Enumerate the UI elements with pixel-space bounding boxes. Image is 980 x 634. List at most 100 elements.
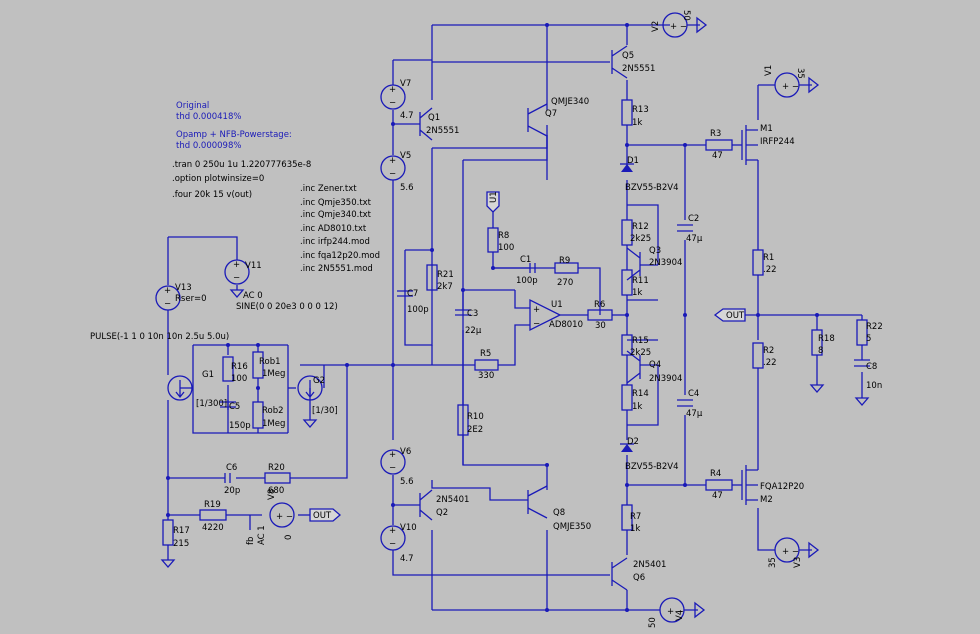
- svg-text:R10: R10: [467, 412, 484, 422]
- resistor-r12: [621, 219, 633, 246]
- transistor-q5: [611, 45, 628, 79]
- svg-text:OUT: OUT: [313, 511, 332, 521]
- svg-text:Q4: Q4: [649, 360, 661, 370]
- svg-text:R4: R4: [710, 469, 721, 479]
- svg-text:+ −: + −: [667, 607, 684, 617]
- component-labels: V2 50 50 V4 V1 35 35 V3 V7 4.7 V5 5.6 V6…: [90, 10, 883, 628]
- svg-text:5.6: 5.6: [400, 477, 414, 487]
- svg-text:8: 8: [818, 346, 823, 356]
- svg-text:R7: R7: [630, 512, 641, 522]
- svg-text:10n: 10n: [866, 381, 882, 391]
- svg-text:50: 50: [681, 10, 691, 21]
- svg-text:R12: R12: [632, 222, 649, 232]
- svg-text:R2: R2: [763, 346, 774, 356]
- transistors: [419, 45, 758, 591]
- spice-include: .inc fqa12p20.mod: [300, 251, 380, 261]
- svg-text:C4: C4: [688, 389, 699, 399]
- resistor-r15: [621, 334, 633, 356]
- resistor-rob2: [252, 401, 264, 429]
- svg-text:V5: V5: [400, 151, 411, 161]
- svg-text:[1/30]: [1/30]: [312, 406, 338, 416]
- svg-text:C5: C5: [229, 402, 240, 412]
- transistor-q1: [419, 107, 433, 141]
- spice-include: .inc Qmje340.txt: [300, 210, 372, 220]
- svg-text:+: +: [389, 526, 396, 536]
- svg-text:35: 35: [768, 557, 778, 568]
- resistor-r3: [705, 139, 733, 151]
- svg-text:2k25: 2k25: [630, 234, 651, 244]
- svg-text:R3: R3: [710, 129, 721, 139]
- svg-text:+ −: + −: [782, 547, 799, 557]
- source-v6: +−: [380, 449, 406, 475]
- transistor-q8: [527, 485, 548, 519]
- svg-text:100p: 100p: [516, 276, 538, 286]
- svg-text:2N5551: 2N5551: [622, 64, 655, 74]
- svg-text:C8: C8: [866, 362, 877, 372]
- svg-text:V8: V8: [267, 489, 277, 500]
- junctions: [166, 23, 819, 612]
- svg-text:Q7: Q7: [545, 109, 557, 119]
- svg-text:V13: V13: [175, 283, 192, 293]
- resistor-r8: [487, 227, 499, 253]
- spice-four: .four 20k 15 v(out): [172, 190, 252, 200]
- svg-text:Q8: Q8: [553, 508, 565, 518]
- svg-text:20p: 20p: [224, 486, 240, 496]
- capacitor-c8: [854, 359, 870, 367]
- resistor-r7: [621, 504, 633, 531]
- svg-text:AC 1: AC 1: [257, 525, 267, 545]
- diodes: [620, 163, 634, 452]
- spice-include: .inc AD8010.txt: [300, 224, 367, 234]
- port-out-fb: [309, 508, 341, 522]
- svg-text:1k: 1k: [632, 288, 642, 298]
- capacitor-c3: [455, 309, 471, 316]
- svg-text:2k25: 2k25: [630, 348, 651, 358]
- svg-text:0: 0: [284, 535, 294, 540]
- transistor-q3: [626, 247, 641, 281]
- svg-text:Rob1: Rob1: [259, 357, 281, 367]
- svg-text:BZV55-B2V4: BZV55-B2V4: [625, 183, 679, 193]
- svg-text:47µ: 47µ: [686, 409, 703, 419]
- svg-text:AC 0: AC 0: [243, 291, 263, 301]
- svg-text:5: 5: [866, 334, 871, 344]
- svg-text:D1: D1: [627, 156, 639, 166]
- svg-text:2k7: 2k7: [437, 282, 453, 292]
- capacitor-c1: [529, 263, 536, 273]
- svg-text:−: −: [533, 319, 540, 329]
- svg-text:4220: 4220: [202, 523, 224, 533]
- resistor-r11: [621, 269, 633, 296]
- transistor-q2: [419, 489, 433, 521]
- svg-text:Q3: Q3: [649, 246, 661, 256]
- svg-text:V3: V3: [793, 557, 803, 568]
- svg-text:V10: V10: [400, 523, 417, 533]
- svg-text:+: +: [533, 305, 540, 315]
- source-v7: +−: [380, 84, 406, 110]
- resistor-r5: [474, 359, 499, 371]
- svg-text:M2: M2: [760, 495, 773, 505]
- svg-text:47: 47: [712, 491, 723, 501]
- svg-text:4.7: 4.7: [400, 111, 414, 121]
- svg-text:50: 50: [648, 617, 658, 628]
- svg-text:2E2: 2E2: [467, 425, 483, 435]
- port-out-main: [713, 308, 746, 322]
- svg-text:+: +: [164, 286, 171, 296]
- svg-text:QMJE350: QMJE350: [553, 522, 591, 532]
- spice-include: .inc Qmje350.txt: [300, 198, 372, 208]
- svg-text:+ −: + −: [782, 82, 799, 92]
- svg-text:Q1: Q1: [428, 113, 440, 123]
- svg-text:QMJE340: QMJE340: [551, 97, 589, 107]
- resistor-r4: [705, 479, 733, 491]
- svg-text:R20: R20: [268, 463, 285, 473]
- spice-include: .inc 2N5551.mod: [300, 264, 373, 274]
- svg-text:R18: R18: [818, 334, 835, 344]
- svg-text:PULSE(-1 1 0 10n 10n 2.5u 5.0u: PULSE(-1 1 0 10n 10n 2.5u 5.0u): [90, 332, 229, 342]
- svg-text:OUT: OUT: [726, 311, 745, 321]
- svg-text:C7: C7: [407, 289, 418, 299]
- source-v13: +−: [155, 285, 181, 311]
- svg-text:1Meg: 1Meg: [262, 369, 285, 379]
- source-v5: +−: [380, 155, 406, 181]
- svg-text:C6: C6: [226, 463, 237, 473]
- resistor-r10: [457, 404, 469, 436]
- svg-text:V11: V11: [245, 261, 262, 271]
- resistors: [162, 99, 868, 546]
